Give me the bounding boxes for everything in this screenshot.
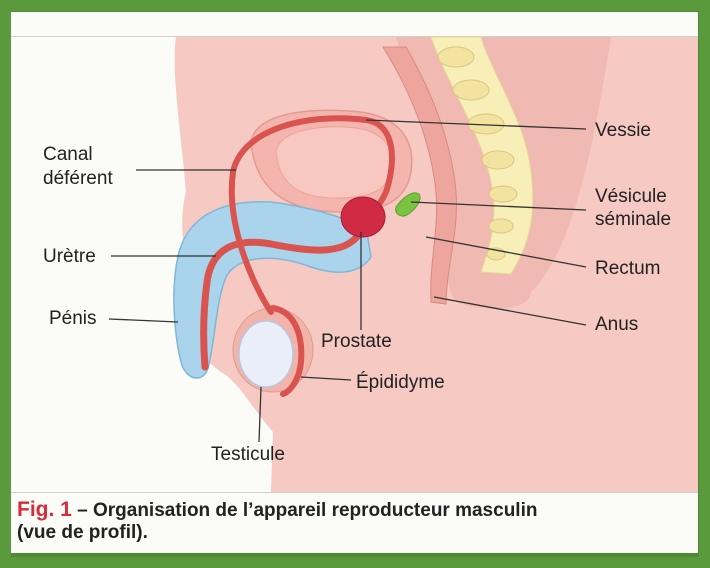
bladder-inner xyxy=(276,127,392,198)
caption-rule xyxy=(11,492,698,493)
figure-page: Canal déférent Urètre Pénis Vessie Vésic… xyxy=(11,12,698,553)
label-penis: Pénis xyxy=(49,308,97,329)
label-canal-deferent-2: déférent xyxy=(43,168,113,189)
figure-caption: Fig. 1 – Organisation de l’appareil repr… xyxy=(17,499,697,544)
label-prostate: Prostate xyxy=(321,331,392,352)
label-testicule: Testicule xyxy=(211,444,285,465)
label-epididyme: Épididyme xyxy=(356,372,445,393)
figure-number: Fig. 1 xyxy=(17,498,72,521)
label-vesicule-1: Vésicule xyxy=(595,186,667,207)
anatomy-diagram: Canal déférent Urètre Pénis Vessie Vésic… xyxy=(11,12,698,492)
label-vessie: Vessie xyxy=(595,120,651,141)
prostate xyxy=(341,197,385,237)
label-vesicule-2: séminale xyxy=(595,209,671,230)
label-canal-deferent-1: Canal xyxy=(43,144,93,165)
label-anus: Anus xyxy=(595,314,638,335)
label-uretre: Urètre xyxy=(43,246,96,267)
caption-text-line2: (vue de profil). xyxy=(17,522,148,543)
caption-text-line1: – Organisation de l’appareil reproducteu… xyxy=(72,500,538,521)
testicle xyxy=(239,321,293,387)
label-rectum: Rectum xyxy=(595,258,660,279)
